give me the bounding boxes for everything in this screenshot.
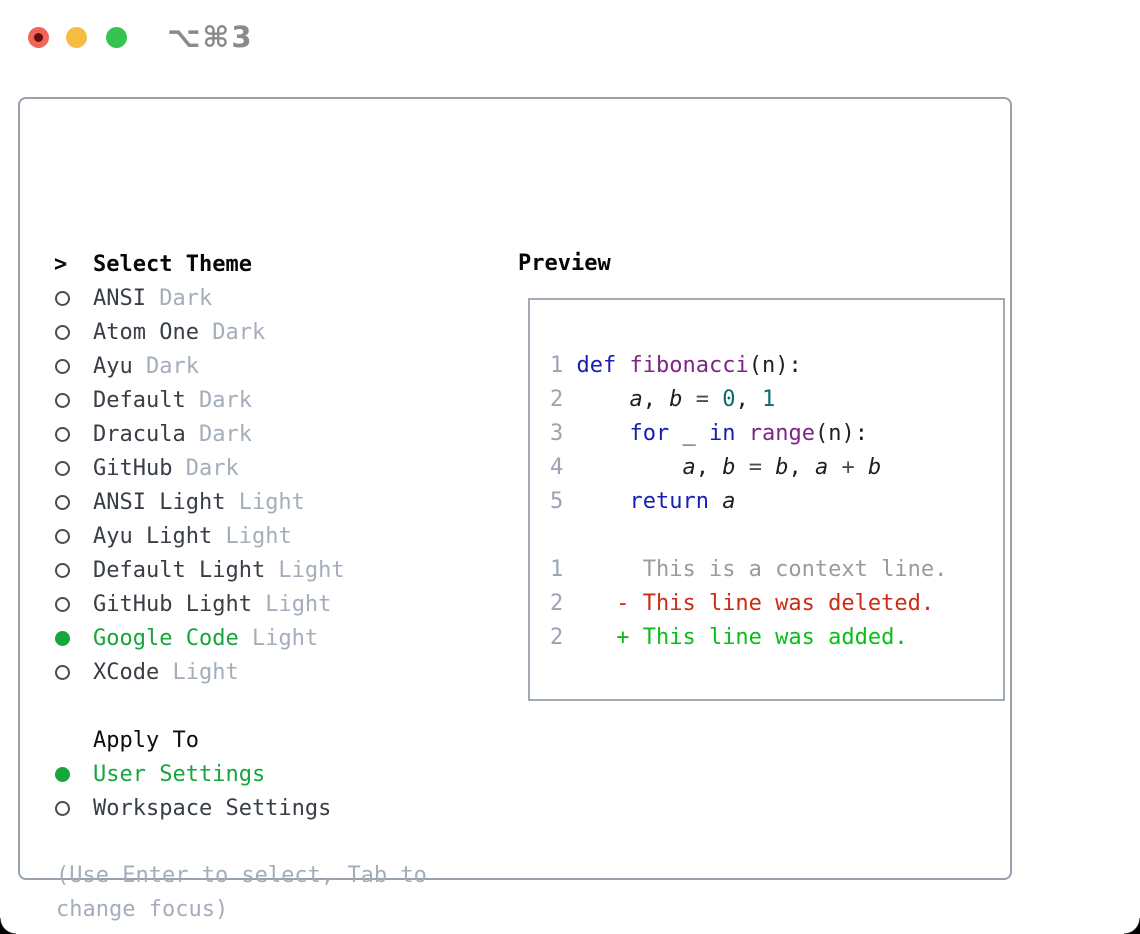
theme-variant-label: Dark <box>185 421 252 447</box>
radio-icon <box>55 358 70 374</box>
close-dot-icon <box>34 33 43 42</box>
radio-icon <box>55 290 70 306</box>
select-theme-header: > Select Theme <box>54 247 345 281</box>
theme-variant-label: Light <box>265 557 345 583</box>
theme-option-atom-one-dark[interactable]: Atom One Dark <box>54 315 345 349</box>
radio-icon <box>55 460 70 476</box>
apply-option-user-settings[interactable]: User Settings <box>54 757 345 791</box>
theme-option-ayu-light-light[interactable]: Ayu Light Light <box>54 519 345 553</box>
option-label: Ayu <box>93 353 133 379</box>
option-label: GitHub Light <box>93 591 252 617</box>
radio-icon <box>55 596 70 612</box>
option-label: ANSI Light <box>93 489 226 515</box>
radio-icon <box>55 426 70 442</box>
theme-option-default-dark[interactable]: Default Dark <box>54 383 345 417</box>
theme-option-ayu-dark[interactable]: Ayu Dark <box>54 349 345 383</box>
screen-corner-bottom-right <box>1124 918 1140 934</box>
theme-option-ansi-dark[interactable]: ANSI Dark <box>54 281 345 315</box>
spacer-row <box>54 689 345 723</box>
theme-variant-label: Light <box>159 659 239 685</box>
radio-selected-icon <box>55 766 70 782</box>
cursor-icon: > <box>54 251 68 277</box>
theme-option-github-light-light[interactable]: GitHub Light Light <box>54 587 345 621</box>
option-label: Default <box>93 387 186 413</box>
preview-code: 1 def fibonacci(n): 2 a, b = 0, 1 3 for … <box>550 353 948 650</box>
radio-icon <box>55 800 70 816</box>
option-label: Dracula <box>93 421 186 447</box>
radio-icon <box>55 562 70 578</box>
preview-box: 1 def fibonacci(n): 2 a, b = 0, 1 3 for … <box>528 298 1005 701</box>
close-button[interactable] <box>28 27 49 48</box>
minimize-button[interactable] <box>66 27 87 48</box>
radio-icon <box>55 664 70 680</box>
theme-variant-label: Light <box>251 591 332 617</box>
radio-icon <box>55 392 70 408</box>
option-label: GitHub <box>93 455 173 481</box>
option-label: Default Light <box>93 557 266 583</box>
preview-title: Preview <box>518 251 611 276</box>
theme-variant-label: Dark <box>132 353 199 379</box>
theme-variant-label: Light <box>225 489 305 515</box>
apply-to-header: Apply To <box>54 723 345 757</box>
option-label: Workspace Settings <box>93 795 332 821</box>
radio-selected-icon <box>55 630 70 646</box>
theme-option-default-light-light[interactable]: Default Light Light <box>54 553 345 587</box>
radio-icon <box>55 324 70 340</box>
screen-corner-bottom-left <box>0 918 16 934</box>
theme-variant-label: Dark <box>198 319 266 345</box>
option-label: Atom One <box>93 319 199 345</box>
option-label: Ayu Light <box>93 523 213 549</box>
option-label: Google Code <box>93 625 239 651</box>
theme-option-dracula-dark[interactable]: Dracula Dark <box>54 417 345 451</box>
help-text: (Use Enter to select, Tab to change focu… <box>56 863 427 922</box>
theme-variant-label: Dark <box>185 387 252 413</box>
apply-to-title: Apply To <box>93 727 199 753</box>
radio-icon <box>55 494 70 510</box>
option-label: XCode <box>93 659 160 685</box>
theme-option-google-code-light[interactable]: Google Code Light <box>54 621 345 655</box>
theme-option-xcode-light[interactable]: XCode Light <box>54 655 345 689</box>
select-theme-title: Select Theme <box>93 251 252 277</box>
theme-variant-label: Light <box>238 625 319 651</box>
theme-variant-label: Dark <box>172 455 239 481</box>
option-label: ANSI <box>93 285 146 311</box>
theme-variant-label: Light <box>212 523 292 549</box>
apply-option-workspace-settings[interactable]: Workspace Settings <box>54 791 345 825</box>
radio-icon <box>55 528 70 544</box>
theme-variant-label: Dark <box>145 285 213 311</box>
window-shortcut-label: ⌥⌘3 <box>167 20 254 54</box>
option-label: User Settings <box>93 761 266 787</box>
theme-option-github-dark[interactable]: GitHub Dark <box>54 451 345 485</box>
theme-option-ansi-light-light[interactable]: ANSI Light Light <box>54 485 345 519</box>
zoom-button[interactable] <box>106 27 127 48</box>
